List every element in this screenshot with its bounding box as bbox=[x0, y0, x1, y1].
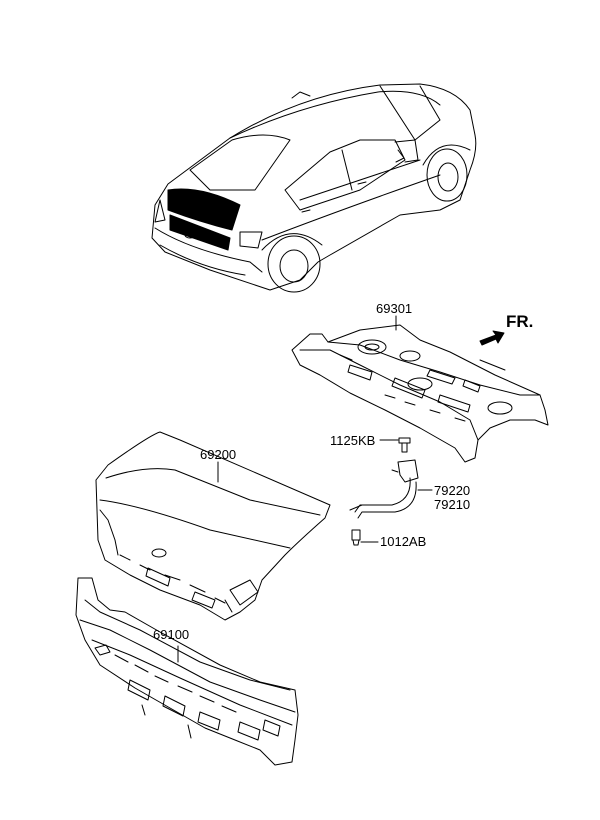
rear-package-tray-panel bbox=[291, 315, 549, 463]
front-direction-arrow-icon bbox=[479, 330, 505, 346]
label-69301: 69301 bbox=[376, 301, 413, 316]
label-69100: 69100 bbox=[153, 627, 190, 642]
label-79210: 79210 bbox=[434, 497, 471, 512]
trunk-lid-panel bbox=[95, 431, 331, 621]
trunk-hinge-assembly bbox=[349, 437, 433, 546]
label-79220: 79220 bbox=[434, 483, 471, 498]
label-1012AB: 1012AB bbox=[380, 534, 427, 549]
label-1125KB: 1125KB bbox=[330, 433, 376, 448]
car-illustration bbox=[151, 83, 477, 293]
front-direction-label: FR. bbox=[506, 312, 534, 331]
label-69200: 69200 bbox=[200, 447, 237, 462]
rear-back-panel bbox=[75, 577, 299, 766]
